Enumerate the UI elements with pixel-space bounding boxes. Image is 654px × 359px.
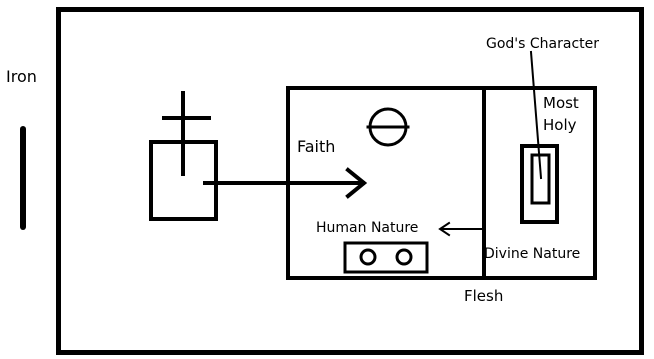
gods-character-pointer (529, 50, 543, 180)
ark-inner-box (530, 153, 551, 205)
outer-court-rect (56, 7, 644, 355)
faith-arrow-head (345, 167, 368, 199)
human-nature-circle-left (359, 248, 377, 266)
holy-place-rect (286, 86, 597, 280)
flesh-label: Flesh (464, 287, 504, 305)
human-nature-label: Human Nature (316, 220, 419, 236)
human-nature-circle-right (395, 248, 413, 266)
divine-to-human-arrow-head (438, 221, 451, 237)
divine-nature-label: Divine Nature (484, 246, 581, 262)
gods-character-label: God's Character (486, 36, 600, 52)
most-label: Most (543, 94, 579, 112)
faith-label: Faith (297, 137, 336, 156)
iron-label: Iron (6, 67, 37, 86)
holy-label: Holy (543, 116, 577, 134)
ark-outer-box (520, 144, 559, 224)
human-nature-box (343, 241, 429, 274)
